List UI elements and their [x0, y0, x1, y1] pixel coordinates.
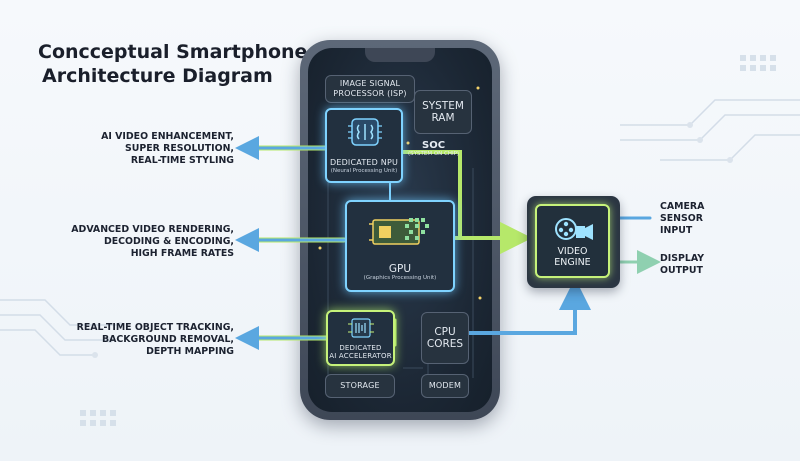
- page-title: Concceptual Smartphone Architecture Diag…: [38, 40, 318, 88]
- phone-notch: [365, 48, 435, 62]
- camera-label-line-2: SENSOR: [660, 213, 703, 224]
- ai-accelerator-block: DEDICATED AI ACCELERATOR: [326, 310, 395, 366]
- isp-block: IMAGE SIGNAL PROCESSOR (ISP): [325, 75, 415, 103]
- gpu-title: GPU: [388, 263, 412, 275]
- display-label-line-1: DISPLAY: [660, 253, 705, 264]
- camera-label-line-3: INPUT: [660, 225, 693, 236]
- title-line-2: Architecture Diagram: [42, 65, 273, 87]
- display-label-line-2: OUTPUT: [660, 265, 703, 276]
- path-cpu-to-video: [466, 278, 591, 335]
- brain-chip-icon: [348, 118, 382, 146]
- gpu-label-line-3: HIGH FRAME RATES: [130, 248, 234, 259]
- gpu-output-label: ADVANCED VIDEO RENDERING, DECODING & ENC…: [70, 224, 234, 260]
- ai-accelerator-icon: [348, 318, 374, 338]
- film-camera-icon: [555, 218, 593, 240]
- video-line-2: ENGINE: [554, 257, 591, 268]
- ai-label-line-2: BACKGROUND REMOVAL,: [101, 334, 234, 345]
- gpu-label-line-1: ADVANCED VIDEO RENDERING,: [71, 224, 234, 235]
- ram-line-2: RAM: [431, 112, 455, 124]
- ai-output-label: REAL-TIME OBJECT TRACKING, BACKGROUND RE…: [70, 322, 234, 358]
- cpu-cores-block: CPU CORES: [421, 312, 469, 364]
- isp-line-2: PROCESSOR (ISP): [333, 89, 407, 98]
- soc-title: SOC: [422, 140, 446, 151]
- title-line-1: Concceptual Smartphone: [38, 41, 308, 63]
- camera-label-line-1: CAMERA: [660, 201, 705, 212]
- npu-title: DEDICATED NPU: [329, 158, 399, 167]
- ai-line-2: AI ACCELERATOR: [329, 352, 392, 360]
- video-engine-block: VIDEO ENGINE: [527, 196, 620, 288]
- npu-block: DEDICATED NPU (Neural Processing Unit): [325, 108, 403, 183]
- ai-line-1: DEDICATED: [339, 344, 382, 352]
- ram-line-1: SYSTEM: [422, 100, 464, 112]
- system-ram-block: SYSTEM RAM: [414, 90, 472, 134]
- npu-output-label: AI VIDEO ENHANCEMENT, SUPER RESOLUTION, …: [88, 131, 234, 167]
- gpu-subtitle: (Graphics Processing Unit): [363, 275, 437, 281]
- npu-label-line-1: AI VIDEO ENHANCEMENT,: [101, 131, 234, 142]
- isp-line-1: IMAGE SIGNAL: [339, 79, 401, 88]
- npu-label-line-2: SUPER RESOLUTION,: [125, 143, 234, 154]
- camera-input-label: CAMERA SENSOR INPUT: [660, 201, 750, 237]
- video-engine-inner: VIDEO ENGINE: [535, 204, 610, 278]
- modem-label: MODEM: [428, 381, 462, 390]
- soc-subtitle: (SYSTEM ON CHIP): [408, 151, 460, 157]
- npu-label-line-3: REAL-TIME STYLING: [130, 155, 234, 166]
- ai-label-line-1: REAL-TIME OBJECT TRACKING,: [76, 322, 234, 333]
- soc-label: SOC (SYSTEM ON CHIP): [408, 140, 459, 157]
- video-line-1: VIDEO: [557, 246, 588, 257]
- graphics-card-icon: [369, 218, 429, 245]
- cpu-line-1: CPU: [434, 326, 456, 338]
- storage-block: STORAGE: [325, 374, 395, 398]
- ai-label-line-3: DEPTH MAPPING: [146, 346, 234, 357]
- storage-label: STORAGE: [340, 381, 380, 390]
- gpu-block: GPU (Graphics Processing Unit): [345, 200, 455, 292]
- cpu-line-2: CORES: [426, 338, 464, 350]
- gpu-label-line-2: DECODING & ENCODING,: [103, 236, 234, 247]
- npu-subtitle: (Neural Processing Unit): [330, 168, 398, 174]
- modem-block: MODEM: [421, 374, 469, 398]
- display-output-label: DISPLAY OUTPUT: [660, 253, 750, 277]
